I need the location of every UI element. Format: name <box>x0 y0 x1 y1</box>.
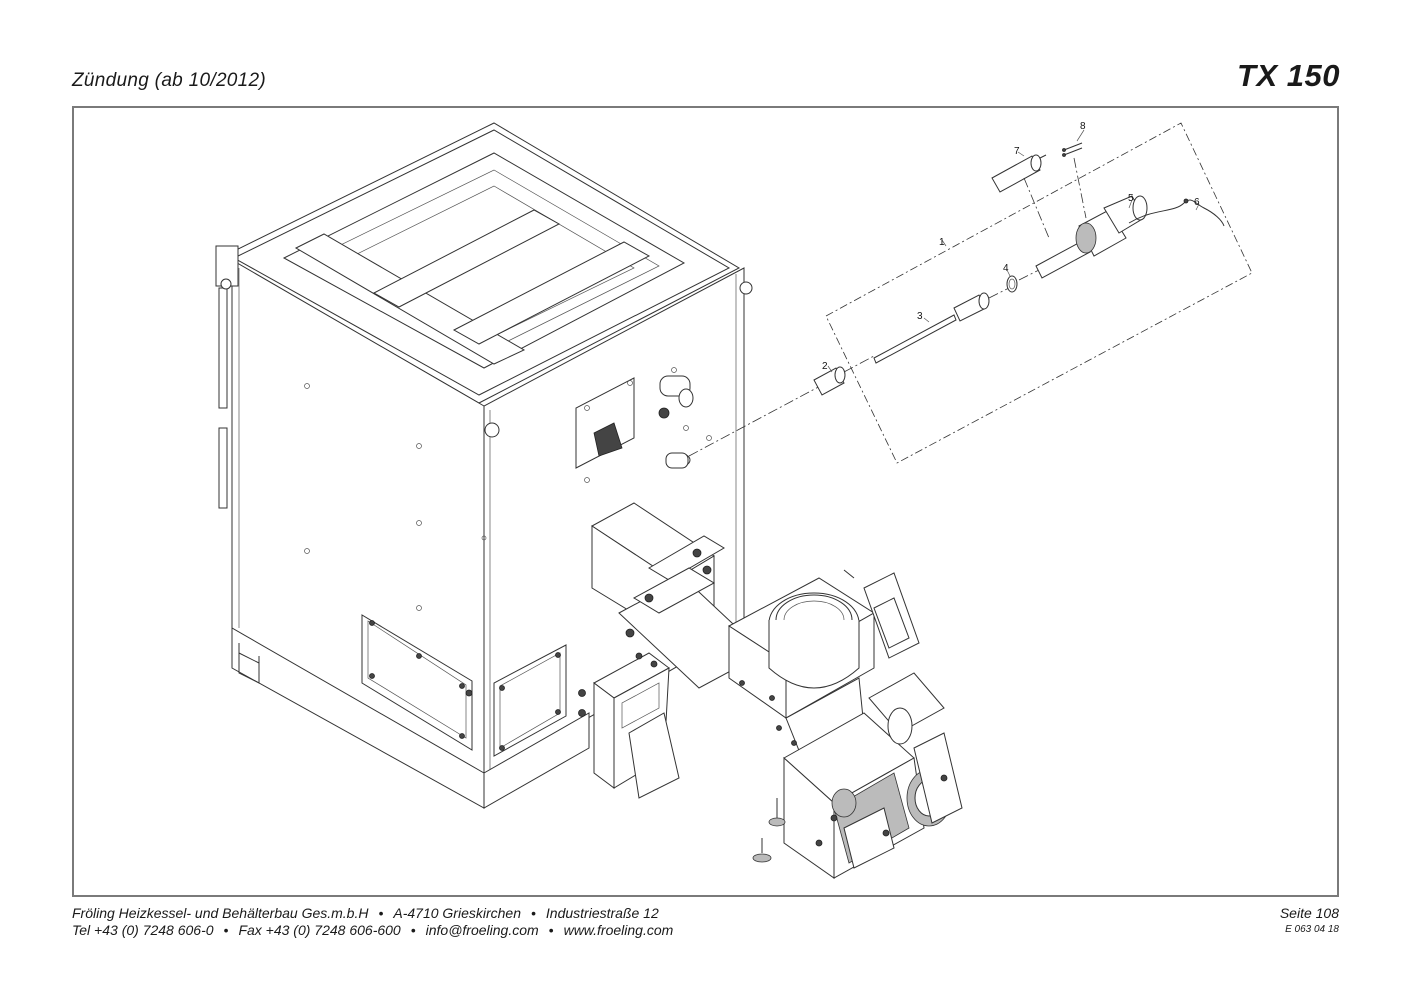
company-name: Fröling Heizkessel- und Behälterbau Ges.… <box>72 905 369 921</box>
stoker-feed-unit <box>578 502 963 879</box>
callout-1: 1 <box>939 237 945 248</box>
website-link[interactable]: www.froeling.com <box>563 922 674 938</box>
document-code: E 063 04 18 <box>1285 924 1339 935</box>
address-city: A-4710 Grieskirchen <box>393 905 521 921</box>
separator: • <box>531 905 536 921</box>
part-4-clamp <box>1006 275 1018 293</box>
separator: • <box>410 922 416 938</box>
part-8-screws <box>1062 142 1083 157</box>
callout-4: 4 <box>1003 263 1009 274</box>
separator: • <box>223 922 229 938</box>
adjustable-foot-left <box>768 798 786 827</box>
callout-2: 2 <box>822 361 828 372</box>
callout-6: 6 <box>1194 197 1200 208</box>
assembly-axis <box>688 375 840 457</box>
footer-contact-line: Tel +43 (0) 7248 606-0 • Fax +43 (0) 7248 … <box>72 922 673 938</box>
callout-8: 8 <box>1080 121 1086 132</box>
email-link[interactable]: info@froeling.com <box>425 922 539 938</box>
adjustable-foot-right <box>752 838 772 863</box>
exploded-view-drawing: 1 2 3 4 5 6 7 8 <box>215 121 1253 879</box>
part-2-sleeve <box>813 366 846 396</box>
exploded-parts-group: 1 2 3 4 5 6 7 8 <box>813 121 1253 464</box>
part-5-igniter <box>1035 195 1148 279</box>
page-title: Zündung (ab 10/2012) <box>72 70 267 91</box>
address-street: Industriestraße 12 <box>545 905 659 921</box>
part-3-ignition-rod <box>873 292 990 364</box>
footer-address-line: Fröling Heizkessel- und Behälterbau Ges.… <box>72 905 659 921</box>
page-number: Seite 108 <box>1279 905 1339 921</box>
fax-number: Fax +43 (0) 7248 606-600 <box>238 922 401 938</box>
phone-number: Tel +43 (0) 7248 606-0 <box>72 922 214 938</box>
part-7-tube <box>991 154 1047 193</box>
callout-7: 7 <box>1014 146 1020 157</box>
drawing-frame: 1 2 3 4 5 6 7 8 <box>72 106 1339 897</box>
model-name: TX 150 <box>1237 58 1340 93</box>
part-6-cable <box>1128 198 1225 227</box>
boiler-body <box>215 122 753 809</box>
separator: • <box>378 905 384 921</box>
callout-3: 3 <box>917 311 923 322</box>
callout-5: 5 <box>1128 193 1134 204</box>
separator: • <box>548 922 554 938</box>
